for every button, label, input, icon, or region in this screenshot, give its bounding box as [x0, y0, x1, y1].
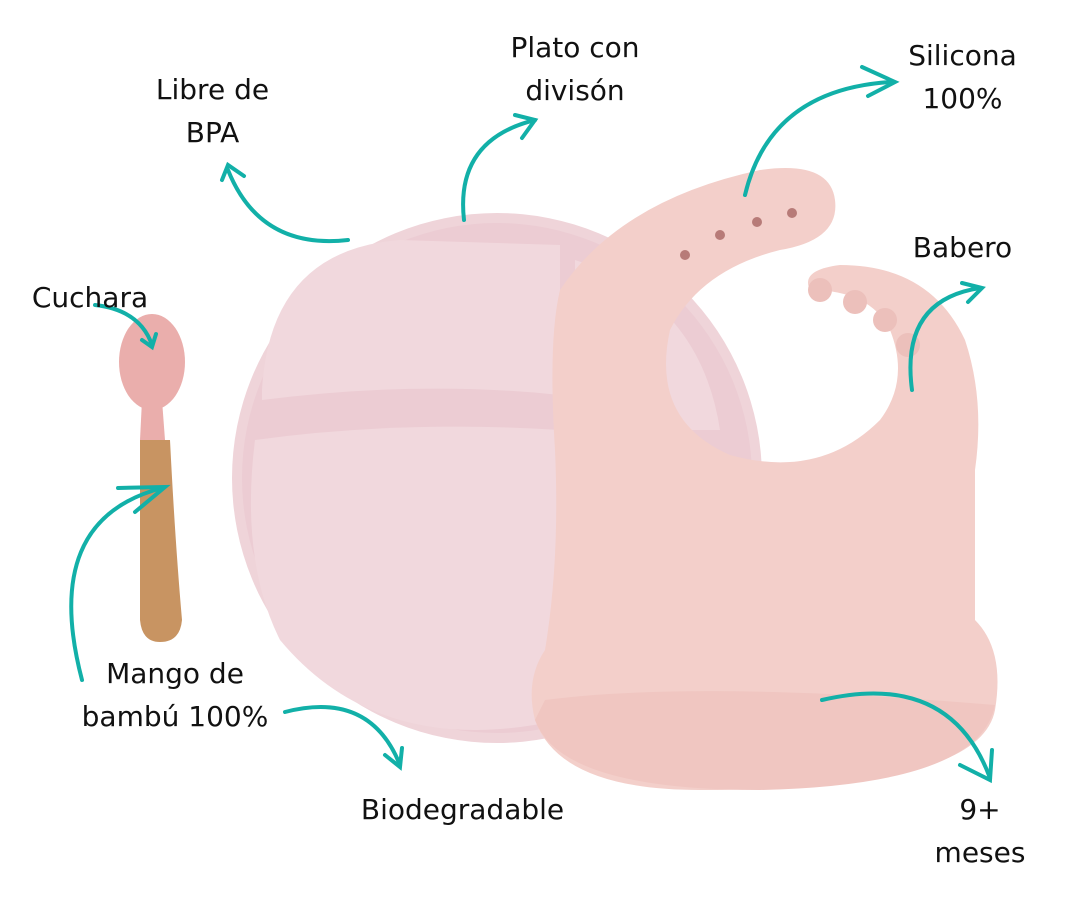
label-mango: Mango de bambú 100% [65, 652, 285, 738]
arrow-icon [958, 748, 994, 784]
label-cuchara: Cuchara [31, 281, 149, 314]
arrow-icon [283, 705, 402, 767]
label-line: Plato con [510, 31, 640, 64]
label-silicona: Silicona 100% [890, 34, 1035, 120]
arrow-icon [140, 332, 158, 351]
label-biodegradable: Biodegradable [360, 793, 565, 826]
arrow-icon [226, 168, 350, 244]
arrow-icon [220, 161, 246, 182]
arrow-icon [743, 80, 892, 197]
label-meses: 9+ meses [915, 788, 1045, 874]
label-line: BPA [185, 116, 240, 149]
label-plato: Plato con divisón [490, 26, 660, 112]
arrow-icon [69, 486, 164, 682]
annotation-arrows [69, 65, 994, 784]
arrow-icon [116, 484, 171, 514]
label-line: Libre de [155, 73, 270, 106]
label-line: bambú 100% [81, 700, 269, 733]
bib [531, 168, 998, 790]
arrow-icon [93, 303, 154, 347]
arrow-icon [860, 65, 900, 98]
label-line: 100% [922, 82, 1003, 115]
arrow-icon [820, 691, 992, 780]
arrow-icon [461, 118, 537, 222]
label-line: divisón [525, 74, 625, 107]
label-line: meses [934, 836, 1026, 869]
label-line: 9+ [959, 793, 1001, 826]
label-line: Silicona [908, 39, 1017, 72]
label-line: Mango de [106, 657, 244, 690]
arrow-icon [513, 113, 539, 140]
arrow-icon [960, 281, 986, 304]
label-libre-bpa: Libre de BPA [140, 68, 285, 154]
arrow-icon [908, 286, 982, 392]
arrow-icon [383, 746, 404, 771]
spoon [119, 314, 185, 642]
label-babero: Babero [912, 231, 1013, 264]
